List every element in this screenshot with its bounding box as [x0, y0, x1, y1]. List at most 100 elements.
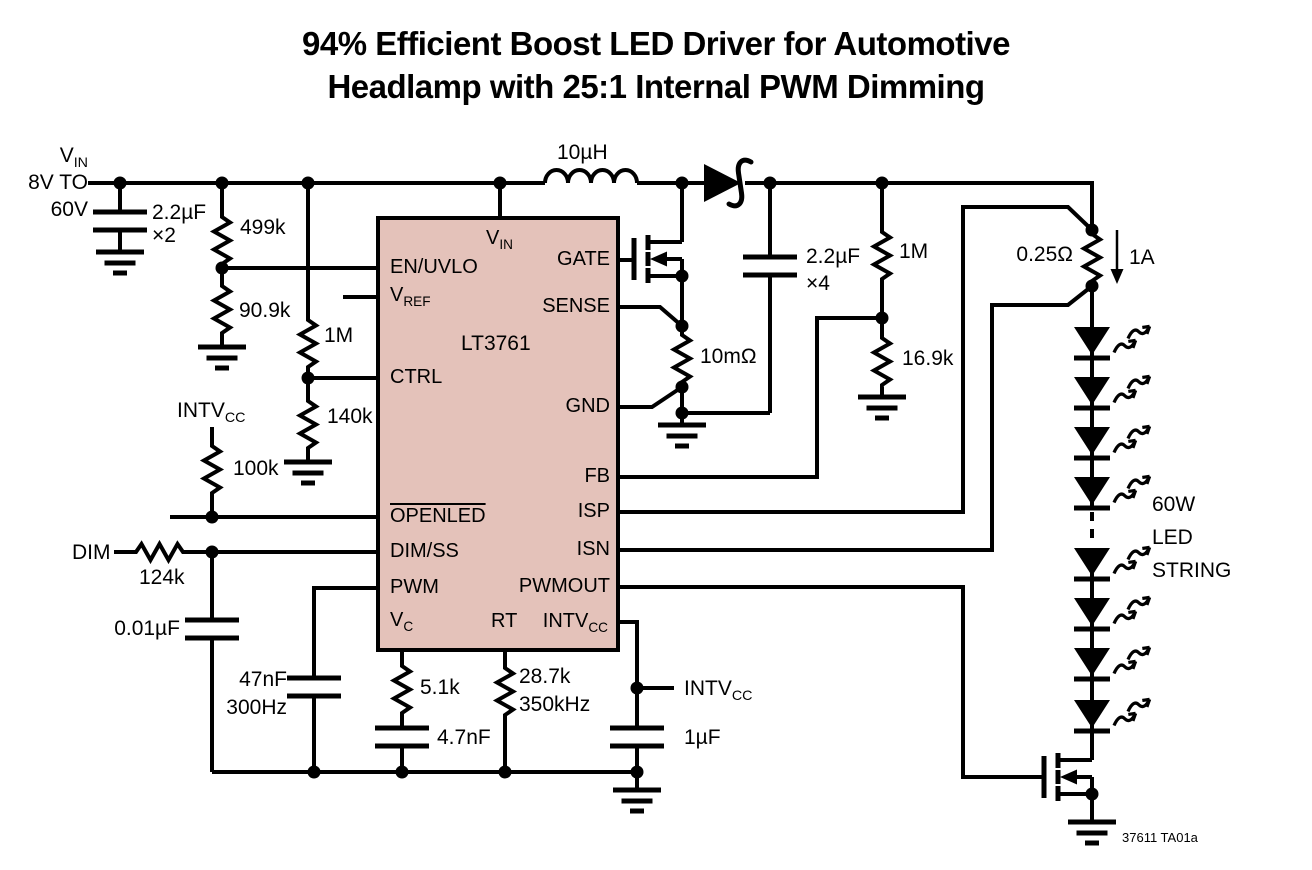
capacitor-47nF	[287, 678, 341, 696]
wires	[88, 168, 1094, 820]
r-dim-value: 124k	[139, 566, 185, 589]
wire-intvcc	[618, 620, 674, 790]
doc-id: 37611 TA01a	[1122, 830, 1198, 845]
ground-icon	[858, 397, 906, 418]
r-uvlo-bottom-value: 90.9k	[239, 299, 291, 322]
vin-range-line2: 60V	[50, 198, 88, 221]
led	[1074, 326, 1150, 358]
output-cap-mult: ×4	[806, 272, 830, 295]
led	[1074, 597, 1150, 629]
output-cap-value: 2.2µF	[806, 245, 861, 268]
wire-dim	[114, 550, 637, 774]
ground-icon	[1068, 822, 1116, 843]
r-ctrl-bottom-value: 140k	[327, 405, 373, 428]
vin-range-line1: 8V TO	[28, 171, 88, 194]
input-cap-value: 2.2µF	[152, 201, 207, 224]
resistor-100k	[202, 440, 222, 498]
wire-uvlo-divider	[220, 183, 378, 347]
pin-rt: RT	[491, 610, 518, 632]
boost-diode	[704, 157, 754, 209]
inductor-coil	[543, 168, 639, 184]
pin-vc: VC	[390, 609, 414, 634]
capacitor-1uF	[610, 728, 664, 746]
r-openled-value: 100k	[233, 457, 279, 480]
ground-icon	[613, 790, 661, 811]
pin-intvcc: INTVCC	[542, 610, 608, 635]
wire-fb	[618, 316, 882, 479]
pin-pwm: PWM	[390, 576, 439, 598]
pin-dim-ss: DIM/SS	[390, 540, 459, 562]
resistor-499k	[212, 211, 232, 269]
r-ctrl-top-value: 1M	[324, 324, 354, 347]
led-string-label-3: STRING	[1152, 559, 1232, 582]
resistor-0.25ohm	[1082, 228, 1102, 286]
wire-output-cap	[680, 183, 772, 425]
resistor-10mohm	[672, 329, 692, 387]
nmos-pwm-dimming	[1044, 753, 1099, 801]
c-pwm-value: 47nF	[239, 668, 287, 691]
c-intvcc-value: 1µF	[684, 726, 721, 749]
intvcc-net-label-top: INTVCC	[177, 399, 246, 427]
capacitor-0.01uF	[185, 620, 239, 638]
ic-body	[376, 216, 620, 652]
ic-lt3761	[376, 216, 620, 652]
wire-isn	[618, 284, 1094, 552]
wire-top-rail	[88, 181, 1094, 230]
r-sense-value: 10mΩ	[700, 345, 757, 368]
c-pwm-freq: 300Hz	[226, 696, 287, 719]
resistor-28.7k	[495, 662, 515, 720]
led-current-arrow	[1110, 230, 1124, 284]
led	[1074, 547, 1150, 579]
resistor-16.9k	[872, 332, 892, 390]
r-vc-value: 5.1k	[420, 676, 460, 699]
pin-pwmout: PWMOUT	[518, 575, 610, 597]
input-cap-mult: ×2	[152, 224, 176, 247]
title-line-1: 94% Efficient Boost LED Driver for Autom…	[302, 25, 1010, 62]
ground-icon	[284, 462, 332, 483]
capacitor-output-2.2uF	[743, 257, 797, 275]
pin-isn: ISN	[576, 538, 610, 560]
led-string-label-1: 60W	[1152, 493, 1196, 516]
ic-part-number: LT3761	[461, 332, 531, 355]
pin-fb: FB	[584, 465, 610, 487]
wire-isp	[618, 205, 1094, 514]
title-line-2: Headlamp with 25:1 Internal PWM Dimming	[327, 68, 985, 105]
schottky-cathode	[726, 157, 754, 209]
c-vc-value: 4.7nF	[437, 726, 491, 749]
led-string-label-2: LED	[1152, 526, 1193, 549]
r-led-sense-value: 0.25Ω	[1016, 243, 1073, 266]
led	[1074, 426, 1150, 458]
led	[1074, 476, 1150, 508]
pin-vref: VREF	[390, 284, 431, 309]
led-string	[1074, 326, 1150, 731]
led	[1074, 647, 1150, 679]
r-rt-value: 28.7k	[519, 665, 571, 688]
junction-dots	[113, 176, 1099, 779]
vin-net-label: VIN	[59, 144, 88, 172]
wire-sense	[618, 305, 684, 413]
led	[1074, 376, 1150, 408]
pin-openled: OPENLED	[390, 505, 486, 527]
ground-icon	[96, 252, 144, 273]
pin-gate: GATE	[557, 248, 610, 270]
nmos-switch	[634, 235, 689, 283]
pin-vin: VIN	[486, 227, 513, 252]
resistor-140k	[298, 395, 318, 453]
c-softstart-value: 0.01µF	[114, 617, 180, 640]
pin-gnd: GND	[565, 395, 610, 417]
r-fb-top-value: 1M	[899, 240, 929, 263]
inductor-value: 10µH	[557, 141, 608, 164]
schematic-title: 94% Efficient Boost LED Driver for Autom…	[0, 22, 1312, 108]
resistor-90.9k	[212, 280, 232, 338]
resistor-1M-fb	[872, 226, 892, 284]
r-fb-bottom-value: 16.9k	[902, 347, 954, 370]
capacitor-input-2.2uF	[93, 212, 147, 230]
r-uvlo-top-value: 499k	[240, 216, 286, 239]
wire-pwmout	[618, 585, 1046, 779]
pin-sense: SENSE	[542, 295, 610, 317]
wire-pwm	[312, 586, 378, 772]
pin-en-uvlo: EN/UVLO	[390, 256, 478, 278]
dim-net-label: DIM	[72, 541, 111, 564]
